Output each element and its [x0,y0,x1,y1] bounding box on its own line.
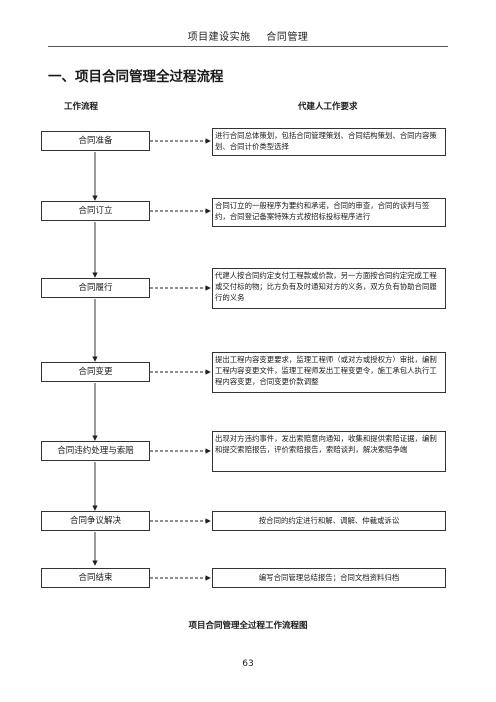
flow-step-contract-performance: 合同履行 [41,278,150,298]
requirement-box-claims: 出现对方违约事件，发出索赔意向通知，收集和提供索赔证据，编制和提交索赔报告，评价… [212,431,446,472]
requirement-box-performance: 代建人按合同约定支付工程款或价款，另一方面按合同约定完成工程或交付标的物；比方负… [212,268,446,309]
flow-step-dispute-resolution: 合同争议解决 [41,511,150,531]
page-header: 项目建设实施 合同管理 [0,28,496,43]
header-right-text: 合同管理 [266,32,309,43]
requirement-box-close: 编写合同管理总结报告；合同文档资料归档 [212,568,446,588]
flow-step-contract-preparation: 合同准备 [41,131,150,151]
flow-step-contract-signing: 合同订立 [41,201,150,221]
figure-caption: 项目合同管理全过程工作流程图 [188,621,308,631]
requirement-box-change: 提出工程内容变更要求，监理工程师（或对方或授权方）审批，编制工程内容变更文件，监… [212,352,446,393]
section-title: 一、项目合同管理全过程流程 [48,69,224,85]
flow-step-breach-and-claims: 合同违约处理与索赔 [41,441,150,461]
flow-step-contract-close: 合同结束 [41,568,150,588]
requirement-box-signing: 合同订立的一般程序为要约和承诺，合同的审查，合同的谈判与签约，合同登记备案特殊方… [212,198,446,227]
header-rule [48,46,448,47]
column-header-requirements: 代建人工作要求 [298,102,358,112]
column-header-workflow: 工作流程 [64,102,99,112]
requirement-box-dispute: 按合同的约定进行和解、调解、仲裁或诉讼 [212,511,446,531]
requirement-box-preparation: 进行合同总体策划，包括合同管理策划、合同结构策划、合同内容策划、合同计价类型选择 [212,128,446,156]
flow-step-contract-change: 合同变更 [41,362,150,382]
page-number: 63 [242,659,254,669]
header-left-text: 项目建设实施 [187,32,251,43]
